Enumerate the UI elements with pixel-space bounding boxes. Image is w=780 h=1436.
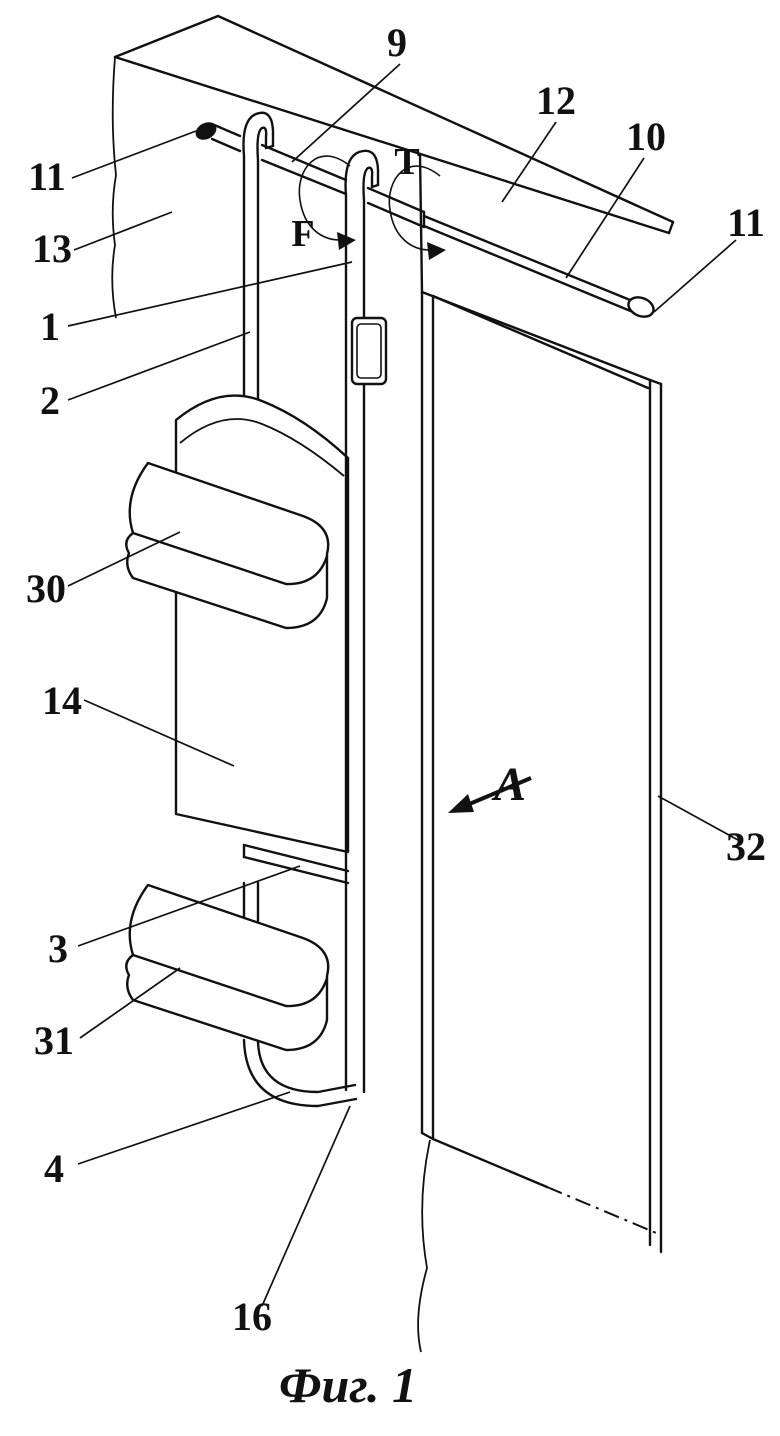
force-f-label: F xyxy=(291,213,314,255)
rod-right-end-cap xyxy=(627,296,655,318)
frame-bar-upper-edge xyxy=(242,843,350,873)
rod-upper-seg-3 xyxy=(366,186,426,214)
view-arrow-shaft xyxy=(459,776,532,810)
ref-label-4: 4 xyxy=(44,1146,64,1191)
leader-line-10 xyxy=(565,157,645,279)
right-hook-rail xyxy=(344,149,388,1094)
right-hook-tip xyxy=(370,183,380,189)
left-hook-strap xyxy=(242,111,275,402)
ref-label-1: 1 xyxy=(40,304,60,349)
view-arrow-head xyxy=(448,794,474,813)
ref-label-9: 9 xyxy=(387,20,407,65)
ref-label-14: 14 xyxy=(42,678,82,723)
door-bottom-edge xyxy=(431,1137,549,1189)
rod-lower-seg-3 xyxy=(366,201,426,229)
rod-upper-seg-1 xyxy=(210,122,242,138)
lower-tube-bend xyxy=(242,1038,358,1108)
door-top-edge-inner xyxy=(431,294,650,390)
upper-seat-silhouette xyxy=(125,461,330,630)
door-panel xyxy=(417,290,663,1353)
ref-label-31: 31 xyxy=(34,1018,74,1063)
leader-line-12 xyxy=(501,121,557,203)
wall-top-edge-end xyxy=(667,220,675,235)
rod-left-mount xyxy=(195,122,217,140)
leader-line-13 xyxy=(73,211,173,251)
tube-bend-inner xyxy=(256,1040,357,1094)
latch-plate xyxy=(350,316,388,386)
ref-label-3: 3 xyxy=(48,926,68,971)
figure-caption: Фиг. 1 xyxy=(279,1357,417,1413)
view-a-label: A xyxy=(491,758,526,811)
ref-label-2: 2 xyxy=(40,378,60,423)
leader-line-11-left xyxy=(71,130,197,179)
leader-line-9 xyxy=(291,63,401,163)
doorway-jamb-edge xyxy=(418,152,424,294)
left-hook-inner-edge xyxy=(256,126,268,402)
ref-label-11-right: 11 xyxy=(727,200,765,245)
back-panel xyxy=(174,394,350,854)
ref-label-16: 16 xyxy=(232,1294,272,1339)
ref-label-11-left: 11 xyxy=(28,154,66,199)
latch-plate-inner xyxy=(356,323,382,379)
wall-top-edge-outer xyxy=(216,14,675,224)
torque-t-label: T xyxy=(394,141,419,183)
left-hook-tip xyxy=(264,144,275,150)
floor-torn-edge xyxy=(417,1139,431,1353)
ref-label-30: 30 xyxy=(26,566,66,611)
leader-line-3 xyxy=(77,865,301,947)
rod-lower-seg-1 xyxy=(210,137,242,153)
lower-seat xyxy=(125,883,330,1052)
rotation-arrows xyxy=(298,155,446,260)
right-hook-outer-edge xyxy=(344,149,380,1092)
ref-label-10: 10 xyxy=(626,114,666,159)
leader-line-16 xyxy=(261,1105,351,1307)
force-f-arc xyxy=(298,155,351,241)
leader-line-2 xyxy=(67,331,251,401)
thin-rod-upper-edge xyxy=(422,214,637,304)
wall-top-edge-inner xyxy=(113,55,671,235)
rod-lower-seg-2 xyxy=(260,158,348,196)
rod-upper-seg-2 xyxy=(260,143,348,182)
ref-label-13: 13 xyxy=(32,226,72,271)
view-direction-arrow xyxy=(448,776,532,813)
reference-labels: 9 12 10 11 11 13 1 2 30 14 3 31 4 16 32 … xyxy=(26,20,766,1339)
upper-seat-front-edge xyxy=(131,531,329,586)
leader-line-4 xyxy=(77,1091,291,1165)
door-bottom-centerline xyxy=(546,1186,662,1236)
rod-assembly xyxy=(195,122,655,318)
torque-t-arc xyxy=(388,165,441,251)
leader-line-32 xyxy=(657,795,739,841)
lower-seat-silhouette xyxy=(125,883,330,1052)
wall-torn-left-edge xyxy=(111,56,117,319)
door-top-right-corner xyxy=(648,378,663,386)
torque-t-arrowhead xyxy=(427,242,446,260)
ref-label-32: 32 xyxy=(726,824,766,869)
cross-frame-bar xyxy=(242,843,350,885)
ref-label-12: 12 xyxy=(536,78,576,123)
back-panel-body xyxy=(174,394,350,854)
lower-seat-front-edge xyxy=(131,953,329,1008)
door-bottom-left-corner xyxy=(420,1131,435,1141)
leader-line-1 xyxy=(67,261,353,327)
tube-bend-outer xyxy=(242,1038,358,1108)
wall-corner-edge xyxy=(113,14,220,59)
back-panel-top-fold xyxy=(179,418,345,477)
leader-line-14 xyxy=(83,699,235,767)
leader-line-11-right xyxy=(653,239,737,313)
wall-panel xyxy=(111,14,675,319)
leader-line-30 xyxy=(67,531,181,587)
leader-lines xyxy=(67,63,739,1307)
frame-bar-lower-edge xyxy=(242,855,350,885)
right-hook-inner-edge xyxy=(362,166,374,1094)
left-hook-outer-edge xyxy=(242,111,275,402)
leader-line-31 xyxy=(79,967,181,1039)
upper-seat xyxy=(125,461,330,630)
thin-rod-lower-edge xyxy=(422,224,635,314)
